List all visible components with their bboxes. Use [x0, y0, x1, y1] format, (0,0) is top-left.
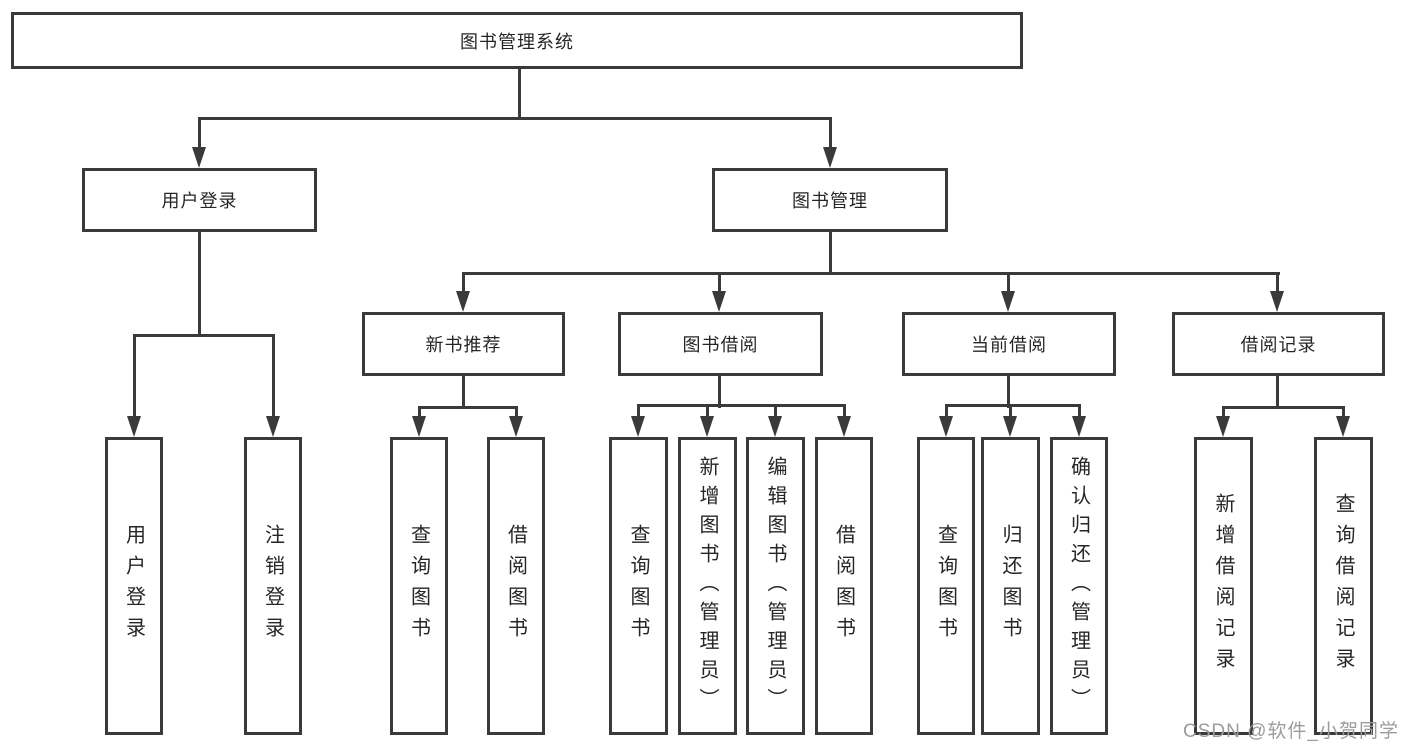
leaf-query-borrow-record: 查询借阅记录 [1314, 437, 1373, 735]
connector-user-login-bar [133, 334, 275, 337]
leaf-label: 借阅图书 [504, 524, 527, 648]
node-label: 当前借阅 [971, 335, 1047, 355]
node-label: 图书管理系统 [460, 31, 574, 52]
node-new-book-recommendation: 新书推荐 [362, 312, 565, 376]
arrowhead-leaf [939, 416, 953, 437]
node-current-borrowing: 当前借阅 [902, 312, 1116, 376]
connector-borrowing-records-bar [1222, 406, 1345, 409]
leaf-add-book-admin: 新增图书（管理员） [678, 437, 737, 735]
leaf-label: 归还图书 [999, 524, 1021, 648]
arrowhead-leaf [768, 416, 782, 437]
connector-to-new-book-rec [462, 272, 465, 294]
leaf-label: 查询图书 [627, 524, 649, 648]
arrowhead-leaf [1003, 416, 1017, 437]
leaf-user-login: 用户登录 [105, 437, 163, 735]
node-label: 借阅记录 [1240, 335, 1317, 355]
connector-leaf [418, 406, 421, 420]
connector-book-borrowing-bar [637, 404, 846, 407]
connector-new-book-rec-bar [418, 406, 518, 409]
connector-book-management-stem [829, 232, 832, 274]
arrowhead-borrowing-records [1270, 291, 1284, 312]
arrowhead-leaf [837, 416, 851, 437]
node-book-management: 图书管理 [712, 168, 948, 232]
connector-leaf [1078, 404, 1081, 420]
leaf-label: 查询图书 [934, 524, 957, 648]
connector-borrowing-records-stem [1276, 375, 1279, 408]
leaf-query-books-borrowing: 查询图书 [609, 437, 668, 735]
connector-to-leaf-login [133, 334, 136, 420]
connector-leaf [1342, 406, 1345, 420]
connector-to-current-borrowing [1007, 272, 1010, 294]
arrowhead-user-login [192, 147, 206, 168]
node-borrowing-records: 借阅记录 [1172, 312, 1385, 376]
connector-root-stem [518, 68, 521, 119]
node-user-login: 用户登录 [82, 168, 317, 232]
connector-leaf [1222, 406, 1225, 420]
arrowhead-new-book-rec [456, 291, 470, 312]
arrowhead-leaf [412, 416, 426, 437]
connector-to-book-borrowing [718, 272, 721, 294]
connector-leaf [515, 406, 518, 420]
leaf-label: 新增借阅记录 [1212, 493, 1234, 679]
connector-leaf [843, 404, 846, 420]
leaf-label: 用户登录 [122, 524, 145, 648]
connector-book-borrowing-stem [718, 375, 721, 408]
node-label: 用户登录 [161, 191, 238, 211]
connector-level3-bar [463, 272, 1280, 275]
connector-to-book-management [829, 117, 832, 150]
arrowhead-book-borrowing [712, 291, 726, 312]
node-label: 新书推荐 [425, 335, 502, 355]
connector-current-borrowing-bar [945, 404, 1081, 407]
leaf-borrow-books-rec: 借阅图书 [487, 437, 545, 735]
connector-to-borrowing-records [1276, 272, 1279, 294]
arrowhead-leaf [509, 416, 523, 437]
node-book-borrowing: 图书借阅 [618, 312, 823, 376]
arrowhead-leaf [700, 416, 714, 437]
connector-leaf [774, 404, 777, 420]
connector-new-book-rec-stem [462, 375, 465, 408]
arrowhead-current-borrowing [1001, 291, 1015, 312]
arrowhead-leaf-login [127, 416, 141, 437]
connector-to-leaf-logout [272, 334, 275, 420]
arrowhead-book-management [823, 147, 837, 168]
node-label: 图书借阅 [682, 335, 759, 355]
arrowhead-leaf-logout [266, 416, 280, 437]
leaf-label: 注销登录 [261, 524, 284, 648]
arrowhead-leaf [1072, 416, 1086, 437]
arrowhead-leaf [631, 416, 645, 437]
leaf-logout: 注销登录 [244, 437, 302, 735]
connector-to-user-login [198, 117, 201, 150]
arrowhead-leaf [1216, 416, 1230, 437]
leaf-return-books: 归还图书 [981, 437, 1040, 735]
leaf-add-borrow-record: 新增借阅记录 [1194, 437, 1253, 735]
node-label: 图书管理 [792, 191, 868, 211]
connector-leaf [945, 404, 948, 420]
leaf-label: 借阅图书 [832, 524, 855, 648]
arrowhead-leaf [1336, 416, 1350, 437]
leaf-label: 确认归还（管理员） [1067, 455, 1090, 717]
leaf-confirm-return-admin: 确认归还（管理员） [1050, 437, 1108, 735]
leaf-label: 新增图书（管理员） [696, 455, 718, 717]
leaf-label: 查询图书 [407, 524, 430, 648]
leaf-label: 编辑图书（管理员） [764, 455, 786, 717]
connector-leaf [1009, 404, 1012, 420]
leaf-query-books-current: 查询图书 [917, 437, 975, 735]
connector-leaf [706, 404, 709, 420]
leaf-query-books-rec: 查询图书 [390, 437, 448, 735]
leaf-borrow-books-borrowing: 借阅图书 [815, 437, 873, 735]
node-library-management-system: 图书管理系统 [11, 12, 1023, 69]
csdn-watermark: CSDN @软件_小贺同学 [1183, 721, 1399, 742]
leaf-edit-book-admin: 编辑图书（管理员） [746, 437, 805, 735]
leaf-label: 查询借阅记录 [1332, 493, 1354, 679]
connector-user-login-stem [198, 232, 201, 335]
connector-leaf [637, 404, 640, 420]
connector-current-borrowing-stem [1007, 375, 1010, 408]
connector-level2-bar [198, 117, 832, 120]
